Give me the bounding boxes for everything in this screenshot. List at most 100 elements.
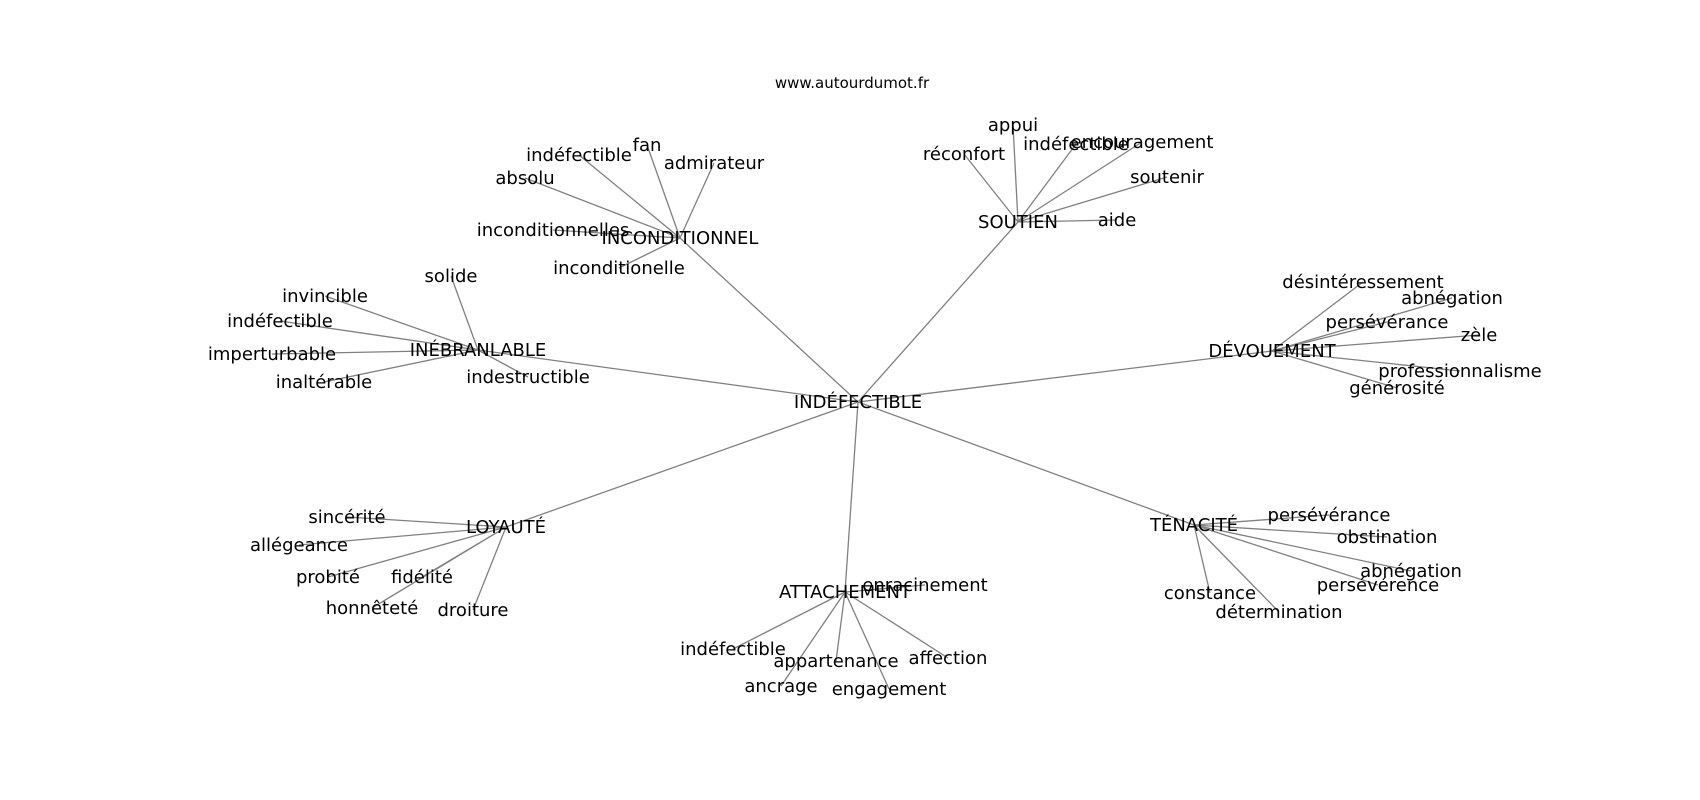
edge-hub-leaf <box>1271 350 1398 389</box>
leaf-node: abnégation <box>1360 561 1462 582</box>
edge-hub-leaf <box>552 229 681 239</box>
leaf-node: affection <box>909 648 988 669</box>
edge-hub-leaf <box>835 591 846 662</box>
leaf-node: ancrage <box>744 676 817 697</box>
leaf-node: inconditionnelles <box>477 220 630 241</box>
edge-root-hub <box>505 401 859 528</box>
edge-hub-leaf <box>472 526 507 611</box>
edge-hub-leaf <box>1271 281 1364 352</box>
hub-node: TÉNACITÉ <box>1149 514 1238 536</box>
hub-node: INCONDITIONNEL <box>602 228 759 249</box>
leaf-node: indéfectible <box>1023 134 1129 155</box>
leaf-node: inconditionelle <box>553 258 685 279</box>
edge-hub-leaf <box>1193 524 1388 538</box>
edge-root-hub <box>857 401 1195 526</box>
edge-hub-leaf <box>327 526 507 578</box>
leaf-node: abnégation <box>1401 288 1503 309</box>
leaf-node: probité <box>296 567 360 588</box>
edge-hub-leaf <box>780 591 846 687</box>
edge-root-hub <box>844 401 859 593</box>
edge-hub-leaf <box>1017 141 1143 223</box>
leaf-node: inaltérable <box>276 372 373 393</box>
leaf-node: engagement <box>832 679 947 700</box>
edge-hub-leaf <box>1193 524 1280 613</box>
leaf-node: persévérence <box>1317 575 1440 596</box>
leaf-node: détermination <box>1215 602 1342 623</box>
leaf-node: professionnalisme <box>1378 361 1541 382</box>
edge-root-hub <box>857 350 1273 403</box>
edge-hub-leaf <box>1271 350 1461 372</box>
leaf-node: appui <box>988 115 1038 136</box>
leaf-node: indéfectible <box>680 639 786 660</box>
leaf-node: absolu <box>495 168 554 189</box>
edge-hub-leaf <box>1193 524 1412 572</box>
leaf-node: droiture <box>438 600 509 621</box>
edge-hub-leaf <box>279 320 479 351</box>
leaf-node: imperturbable <box>208 344 336 365</box>
edge-hub-leaf <box>271 349 479 355</box>
hub-node: LOYAUTÉ <box>466 516 546 538</box>
edge-hub-leaf <box>578 154 681 239</box>
edge-hub-leaf <box>298 526 507 546</box>
leaf-node: fan <box>633 135 662 156</box>
leaf-node: indéfectible <box>526 145 632 166</box>
edge-hub-leaf <box>1271 334 1480 352</box>
leaf-node: encouragement <box>1071 132 1214 153</box>
leaf-node: invincible <box>282 286 368 307</box>
leaf-node: zèle <box>1461 325 1498 346</box>
edge-hub-leaf <box>844 584 926 593</box>
edge-hub-leaf <box>1271 321 1388 352</box>
edge-hub-leaf <box>477 349 529 378</box>
edge-hub-leaf <box>1017 176 1168 223</box>
edge-hub-leaf <box>679 162 715 239</box>
edge-hub-leaf <box>450 275 479 351</box>
edge-hub-leaf <box>346 516 507 528</box>
leaf-node: admirateur <box>664 153 765 174</box>
edge-hub-leaf <box>1193 524 1379 586</box>
hub-node: INÉBRANLABLE <box>410 339 547 361</box>
edges-layer <box>271 124 1480 690</box>
edge-hub-leaf <box>618 237 681 269</box>
leaf-node: persévérance <box>1268 505 1391 526</box>
hub-node: ATTACHEMENT <box>779 582 912 603</box>
leaf-node: désintéressement <box>1282 272 1443 293</box>
edge-hub-leaf <box>1193 514 1330 526</box>
leaf-node: aide <box>1098 210 1137 231</box>
leaf-node: appartenance <box>773 651 898 672</box>
leaf-node: indestructible <box>466 367 590 388</box>
leaf-node: constance <box>1164 583 1256 604</box>
edge-hub-leaf <box>1271 297 1453 352</box>
edge-hub-leaf <box>323 349 479 383</box>
leaf-node: enracinement <box>862 575 987 596</box>
edge-hub-leaf <box>1017 143 1077 223</box>
edge-hub-leaf <box>844 591 890 690</box>
leaf-node: solide <box>425 266 478 287</box>
edge-hub-leaf <box>524 177 681 239</box>
leaf-node: fidélité <box>391 567 453 588</box>
leaf-node: obstination <box>1337 527 1438 548</box>
leaf-node: honnêteté <box>326 598 419 619</box>
source-url: www.autourdumot.fr <box>775 74 930 92</box>
edge-root-hub <box>477 349 859 403</box>
edge-hub-leaf <box>963 153 1019 223</box>
leaf-node: persévérance <box>1326 312 1449 333</box>
edge-hub-leaf <box>646 144 681 239</box>
leaf-node: indéfectible <box>227 311 333 332</box>
edge-hub-leaf <box>1012 124 1019 223</box>
edge-hub-leaf <box>371 526 507 609</box>
root-node: INDÉFECTIBLE <box>794 391 922 413</box>
edge-hub-leaf <box>1193 524 1211 594</box>
hub-node: SOUTIEN <box>978 212 1058 233</box>
leaf-node: générosité <box>1349 378 1445 399</box>
leaf-node: soutenir <box>1130 167 1204 188</box>
leaf-node: réconfort <box>923 144 1005 165</box>
edge-hub-leaf <box>844 591 949 659</box>
edge-hub-leaf <box>324 295 479 351</box>
leaf-node: sincérité <box>308 507 385 528</box>
hub-node: DÉVOUEMENT <box>1208 340 1336 362</box>
edge-hub-leaf <box>1017 219 1118 223</box>
edge-hub-leaf <box>732 591 846 650</box>
